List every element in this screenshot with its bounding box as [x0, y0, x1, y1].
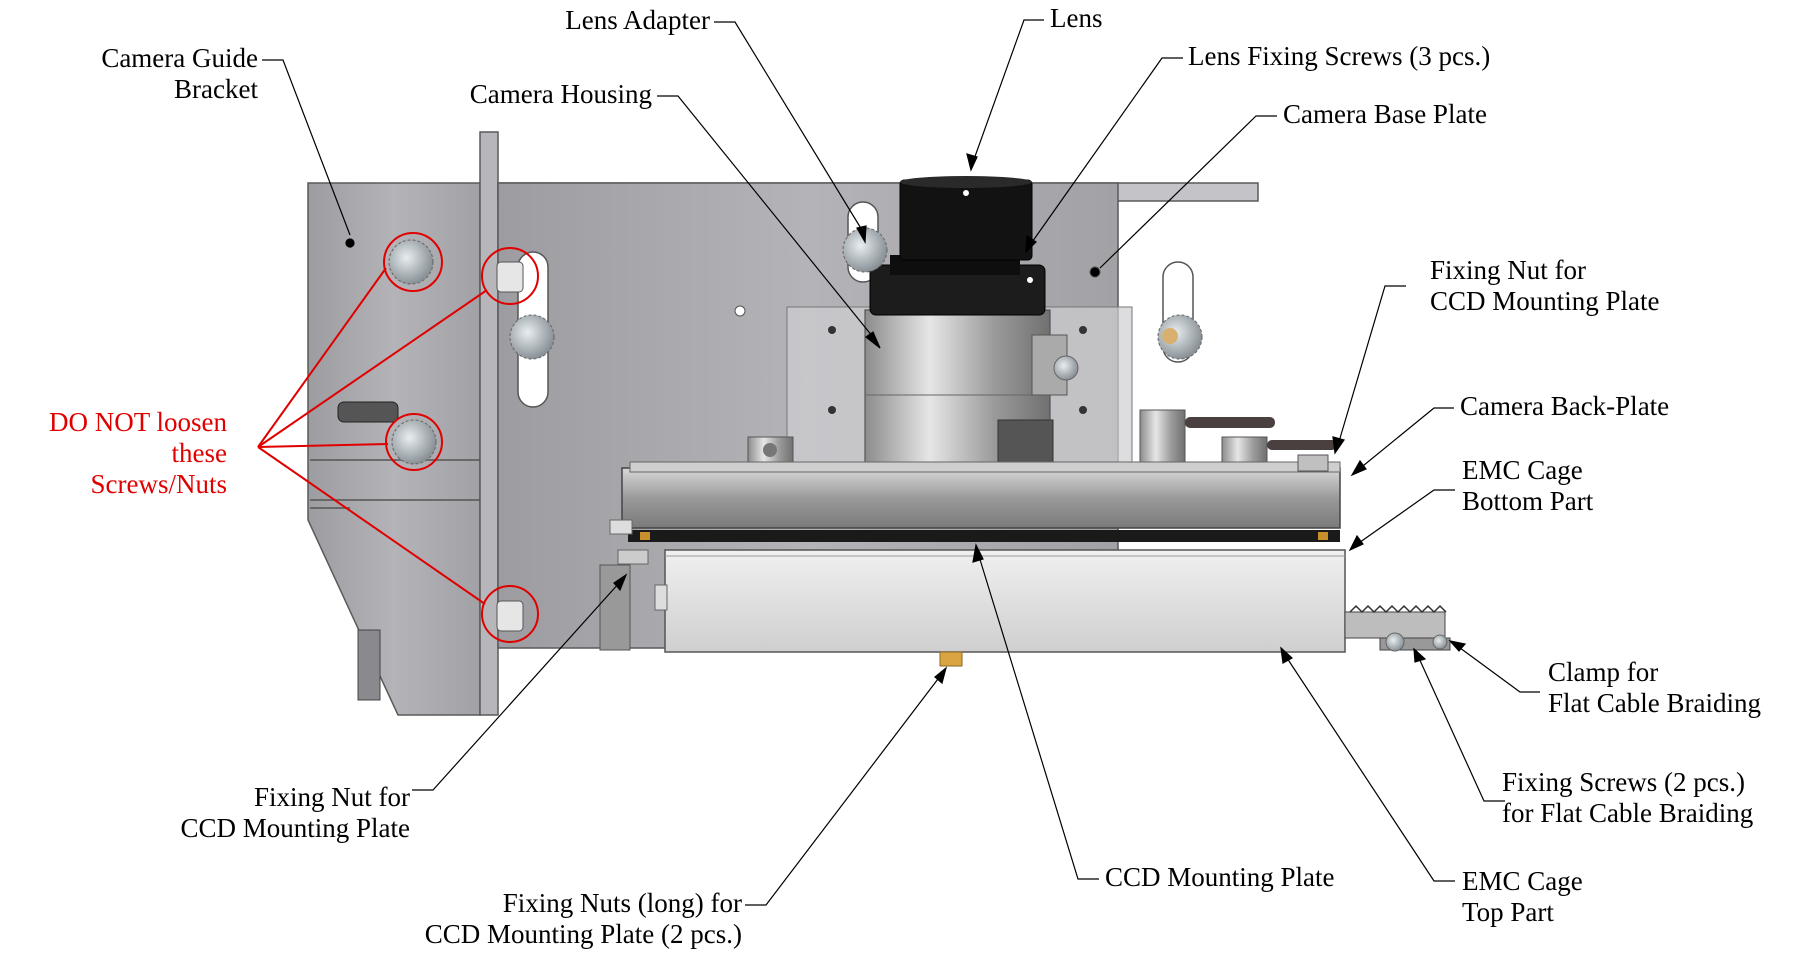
base-plate-screws [509, 227, 1203, 360]
label-fixing-nuts-long: Fixing Nuts (long) for CCD Mounting Plat… [424, 888, 742, 949]
label-fixing-nut-left: Fixing Nut for CCD Mounting Plate [180, 782, 410, 843]
label-emc-cage-bottom: EMC Cage Bottom Part [1462, 455, 1594, 516]
label-fixing-nut-top: Fixing Nut for CCD Mounting Plate [1430, 255, 1660, 316]
flat-cable-clamp [1344, 604, 1451, 652]
label-lens: Lens [1050, 3, 1103, 33]
back-plate-posts [747, 409, 1337, 471]
emc-cage-top-box [599, 519, 1346, 667]
camera-back-plate [621, 454, 1341, 529]
lens [869, 176, 1046, 316]
lens-adapter [864, 309, 1079, 471]
label-camera-housing: Camera Housing [469, 79, 652, 109]
label-lens-fixing-screws: Lens Fixing Screws (3 pcs.) [1188, 41, 1491, 71]
warning-text: DO NOT loosen these Screws/Nuts [49, 407, 227, 499]
label-camera-base-plate: Camera Base Plate [1283, 99, 1487, 129]
emc-cage-bottom-strip [628, 530, 1340, 542]
label-emc-cage-top: EMC Cage Top Part [1462, 866, 1583, 927]
label-fixing-screws-flat-cable: Fixing Screws (2 pcs.) for Flat Cable Br… [1502, 767, 1754, 828]
label-ccd-mounting-plate: CCD Mounting Plate [1105, 862, 1335, 892]
label-lens-adapter: Lens Adapter [565, 5, 710, 35]
leader-lines [262, 19, 1540, 906]
label-clamp-flat-cable: Clamp for Flat Cable Braiding [1548, 657, 1761, 718]
warning-circled-screws [257, 232, 539, 643]
label-camera-back-plate: Camera Back-Plate [1460, 391, 1670, 421]
label-camera-guide-bracket: Camera Guide Bracket [101, 43, 258, 104]
